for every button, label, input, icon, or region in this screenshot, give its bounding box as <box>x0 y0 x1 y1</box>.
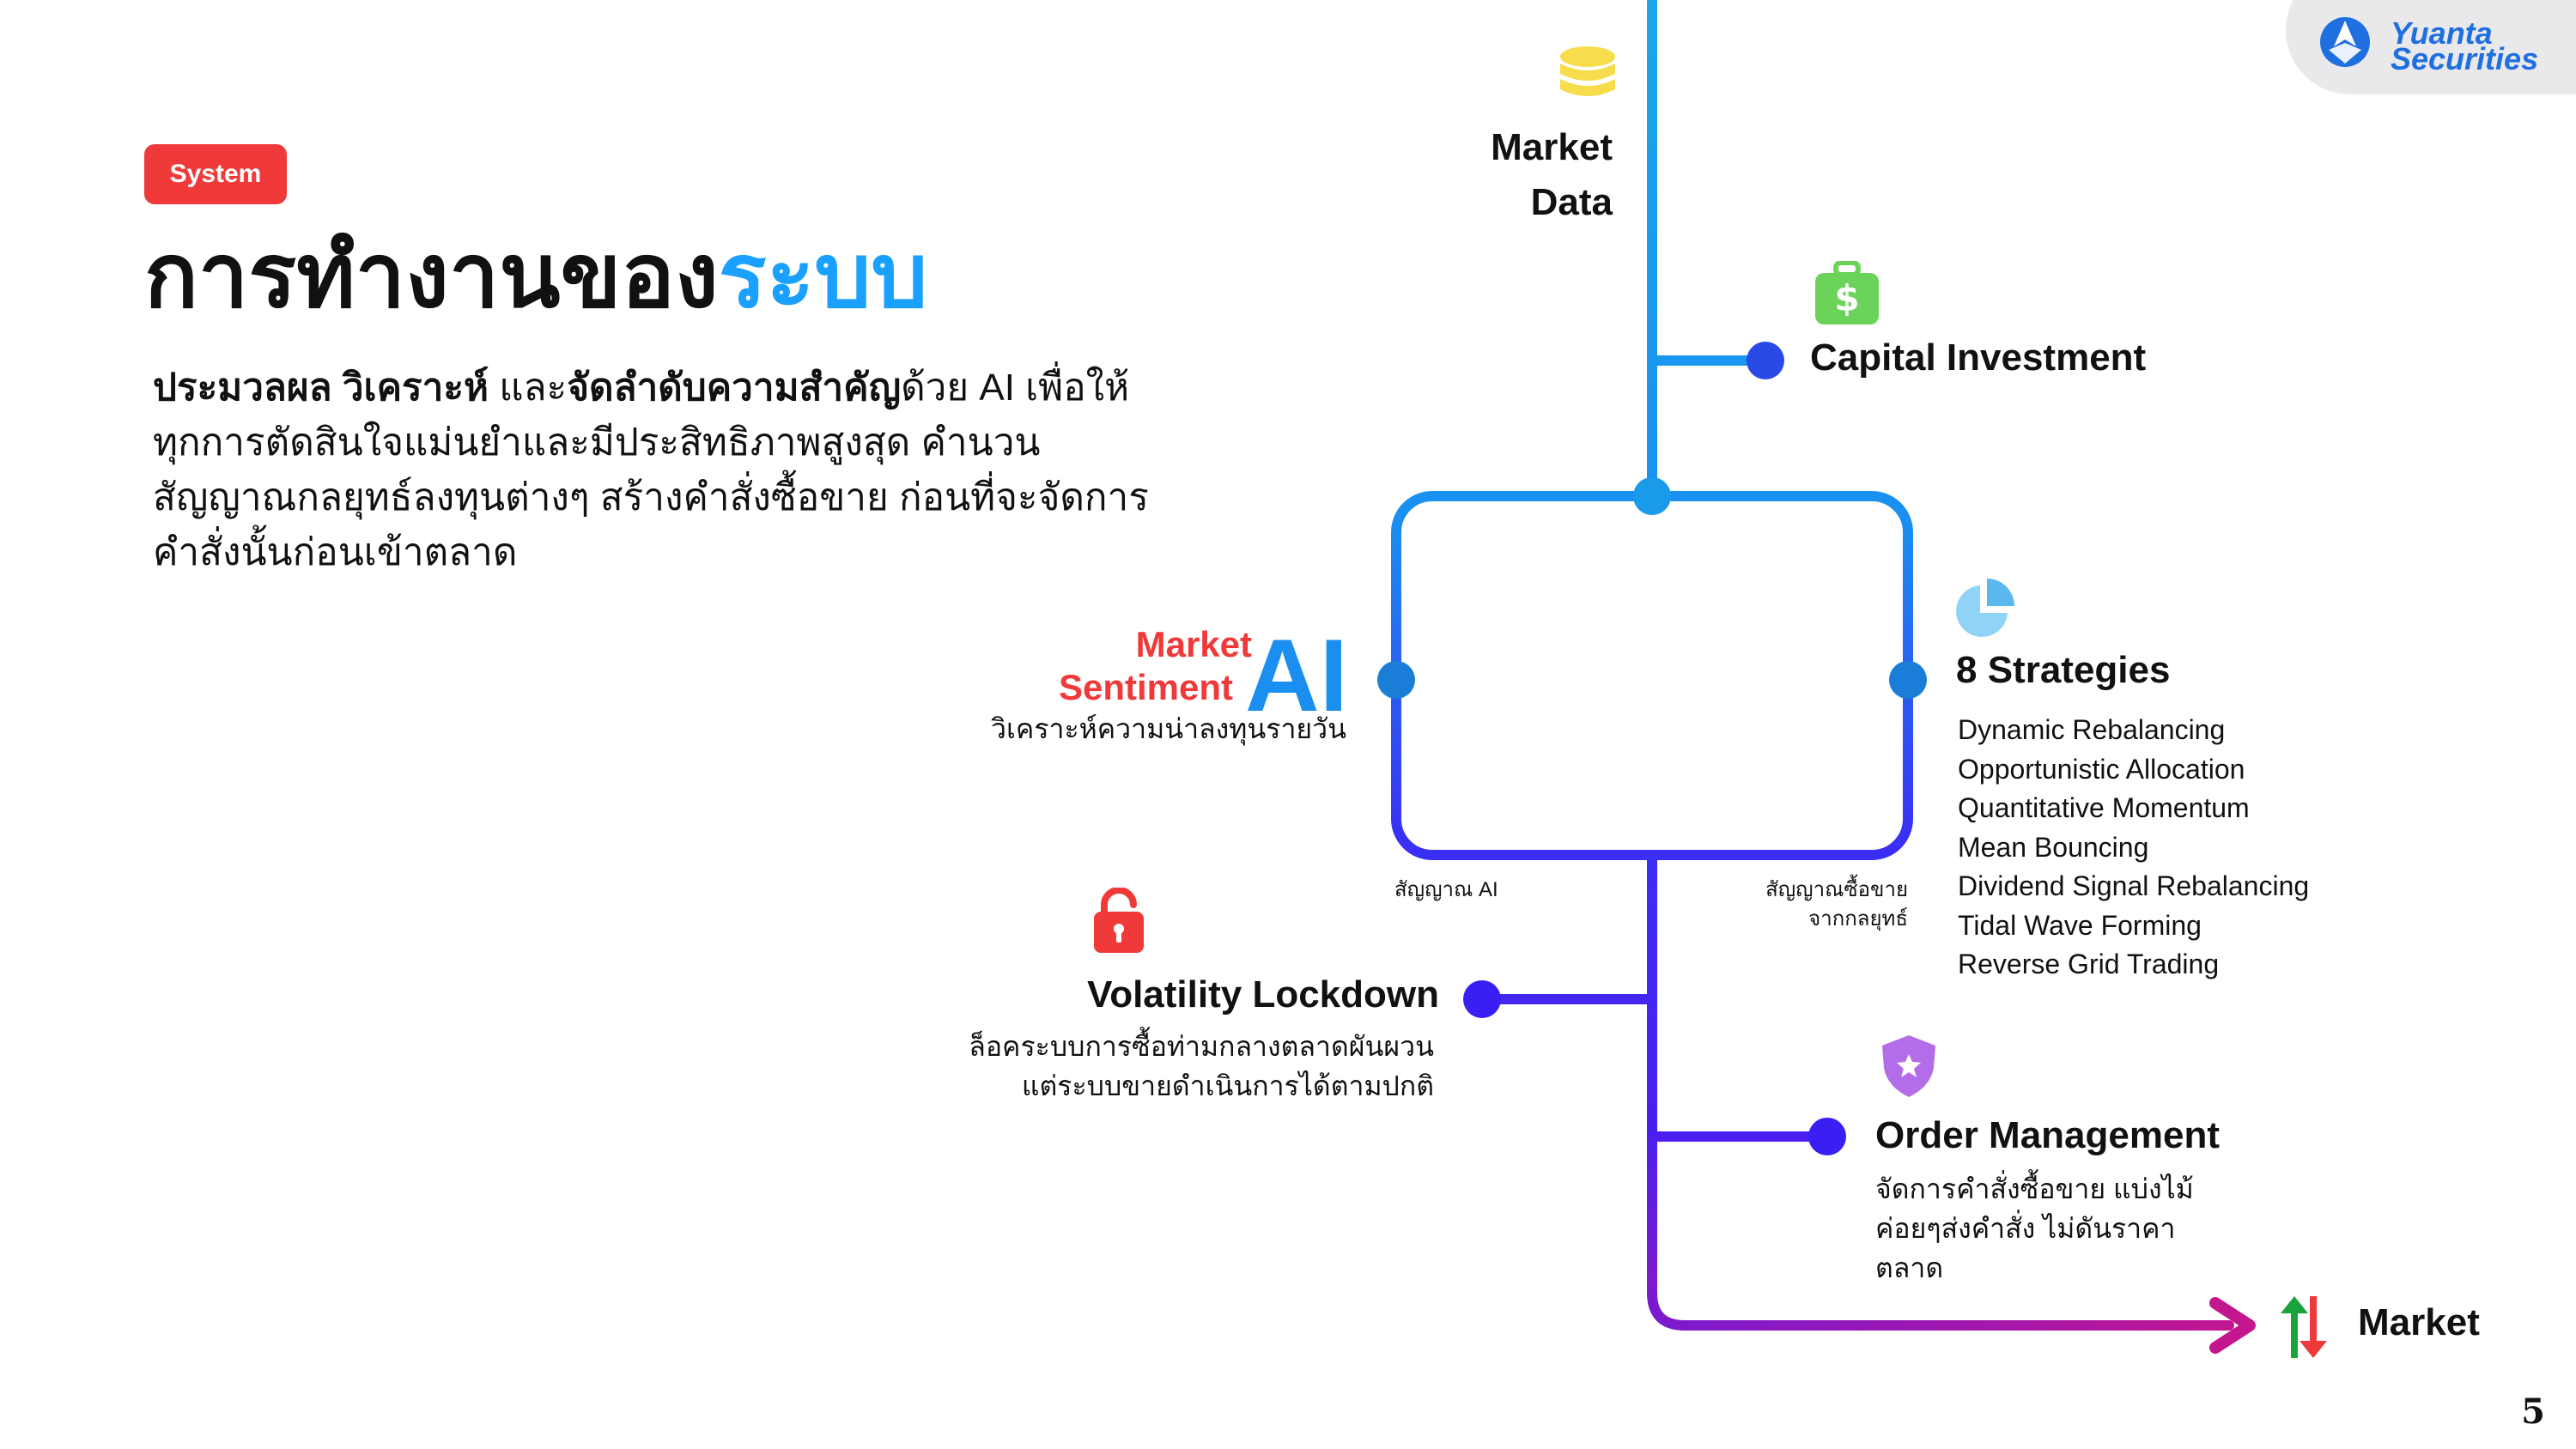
branch-market <box>1647 1288 2234 1331</box>
node-order <box>1808 1118 1846 1155</box>
order-management-label: Order Management <box>1875 1114 2220 1156</box>
market-label: Market <box>2358 1301 2480 1343</box>
strategy-item: Dynamic Rebalancing <box>1958 714 2226 745</box>
pie-chart-icon <box>1956 579 2014 637</box>
svg-text:$: $ <box>1834 277 1859 319</box>
order-line2: ค่อยๆส่งคำสั่ง ไม่ดันราคา <box>1875 1213 2176 1244</box>
section-badge: System <box>144 144 287 204</box>
volatility-desc: ล็อคระบบการซื้อท่ามกลางตลาดผันผวน แต่ระบ… <box>969 1027 1434 1106</box>
desc-plain-2: ด้วย AI เพื่อให้ทุกการตัดสินใจแม่นยำและม… <box>153 367 1149 573</box>
padlock-icon <box>1094 888 1144 953</box>
signal-ai-label: สัญญาณ AI <box>1394 878 1498 901</box>
page-number: 5 <box>2521 1391 2545 1432</box>
strategy-item: Mean Bouncing <box>1958 831 2149 863</box>
volatility-line1: ล็อคระบบการซื้อท่ามกลางตลาดผันผวน <box>969 1031 1434 1062</box>
market-data-label: Market Data <box>1491 120 1613 230</box>
desc-bold-1: ประมวลผล วิเคราะห์ <box>153 367 489 409</box>
shield-star-icon <box>1882 1035 1935 1097</box>
market-arrowhead <box>2209 1297 2256 1354</box>
node-volatility <box>1463 980 1501 1018</box>
description: ประมวลผล วิเคราะห์ และจัดลำดับความสำคัญด… <box>153 361 1166 580</box>
up-down-arrows-icon <box>2281 1296 2327 1358</box>
market-sentiment-line1: Market <box>1135 624 1252 664</box>
strategy-item: Opportunistic Allocation <box>1958 753 2245 785</box>
market-sentiment-label: Market Sentiment <box>1059 623 1252 709</box>
title-main: การทำงานของ <box>144 227 719 326</box>
logo-mark-icon <box>2320 17 2370 67</box>
signal-strategy-line1: สัญญาณซื้อขาย <box>1765 878 1908 901</box>
market-sentiment-line2: Sentiment <box>1058 667 1233 707</box>
title-accent: ระบบ <box>718 227 928 326</box>
ai-label: AI <box>1245 618 1348 733</box>
signal-strategy-line2: จากกลยุทธ์ <box>1808 907 1908 931</box>
strategy-item: Tidal Wave Forming <box>1958 909 2202 941</box>
node-strategies <box>1889 661 1927 699</box>
node-box-top <box>1633 477 1671 515</box>
coin-stack-icon <box>1560 46 1615 96</box>
strategies-label: 8 Strategies <box>1956 649 2171 691</box>
yuanta-logo: Yuanta Securities <box>2318 15 2576 76</box>
node-capital <box>1747 342 1784 379</box>
order-management-desc: จัดการคำสั่งซื้อขาย แบ่งไม้ ค่อยๆส่งคำสั… <box>1875 1169 2194 1288</box>
desc-plain-1: และ <box>489 367 568 409</box>
capital-investment-label: Capital Investment <box>1810 336 2147 379</box>
strategy-item: Dividend Signal Rebalancing <box>1958 870 2310 901</box>
node-ai <box>1377 661 1415 699</box>
signal-strategy-label: สัญญาณซื้อขาย จากกลยุทธ์ <box>1765 876 1908 934</box>
desc-bold-2: จัดลำดับความสำคัญ <box>567 367 902 409</box>
page-title: การทำงานของระบบ <box>144 216 928 336</box>
money-bag-icon: $ <box>1815 261 1879 324</box>
volatility-line2: แต่ระบบขายดำเนินการได้ตามปกติ <box>1021 1070 1434 1101</box>
strategy-item: Reverse Grid Trading <box>1958 949 2220 979</box>
processing-box <box>1391 491 1913 860</box>
strategies-list: Dynamic Rebalancing Opportunistic Alloca… <box>1958 711 2309 985</box>
logo-line2: Securities <box>2391 41 2539 76</box>
market-data-line2: Data <box>1530 181 1613 223</box>
order-line3: ตลาด <box>1875 1252 1944 1283</box>
volatility-label: Volatility Lockdown <box>1087 973 1439 1016</box>
order-line1: จัดการคำสั่งซื้อขาย แบ่งไม้ <box>1875 1173 2194 1204</box>
logo-line1: Yuanta <box>2391 15 2493 51</box>
strategy-item: Quantitative Momentum <box>1958 792 2250 823</box>
market-data-line1: Market <box>1491 126 1613 168</box>
ai-subtitle: วิเคราะห์ความน่าลงทุนรายวัน <box>991 713 1346 744</box>
